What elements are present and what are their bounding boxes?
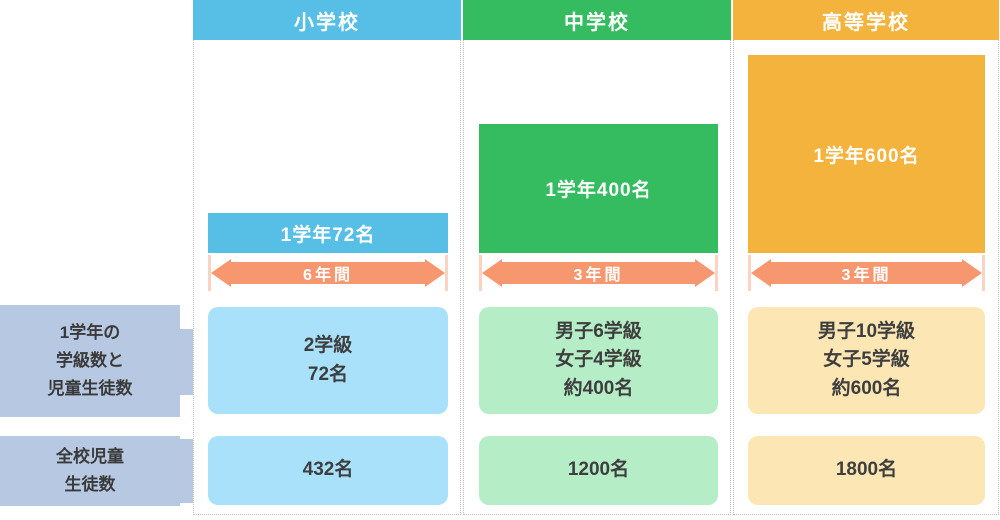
total-cell-high-school: 1800名 — [748, 436, 985, 505]
arrow-head-left — [211, 259, 231, 287]
arrow-head-right — [695, 259, 715, 287]
row-label-school-total: 全校児童 生徒数 — [0, 436, 180, 506]
total-cell-elementary: 432名 — [208, 436, 448, 505]
total-cell-junior-high: 1200名 — [479, 436, 718, 505]
arrow-head-right — [425, 259, 445, 287]
arrow-head-left — [482, 259, 502, 287]
duration-arrow-high-school: 3年間 — [748, 255, 985, 291]
per-grade-cell-elementary: 2学級 72名 — [208, 307, 448, 414]
row-label-per-grade-classes: 1学年の 学級数と 児童生徒数 — [0, 305, 180, 417]
arrow-head-right — [962, 259, 982, 287]
duration-arrow-elementary: 6年間 — [208, 255, 448, 291]
duration-arrow-junior-high: 3年間 — [479, 255, 718, 291]
arrow-end-tick-right — [445, 255, 448, 291]
arrow-end-tick-left — [748, 255, 751, 291]
arrow-head-left — [751, 259, 771, 287]
arrow-end-tick-left — [208, 255, 211, 291]
per-grade-cell-junior-high: 男子6学級 女子4学級 約400名 — [479, 307, 718, 414]
row-label-per-grade-tab — [180, 329, 193, 395]
duration-label-elementary: 6年間 — [229, 262, 427, 284]
per-grade-bar-junior-high: 1学年400名 — [479, 124, 718, 253]
column-header-elementary: 小学校 — [193, 0, 461, 40]
row-label-school-total-tab — [180, 439, 193, 503]
column-header-high-school: 高等学校 — [733, 0, 999, 40]
arrow-end-tick-right — [982, 255, 985, 291]
duration-label-junior-high: 3年間 — [500, 262, 697, 284]
duration-label-high-school: 3年間 — [769, 262, 964, 284]
arrow-end-tick-right — [715, 255, 718, 291]
column-header-junior-high: 中学校 — [463, 0, 731, 40]
per-grade-bar-high-school: 1学年600名 — [748, 55, 985, 253]
arrow-end-tick-left — [479, 255, 482, 291]
per-grade-cell-high-school: 男子10学級 女子5学級 約600名 — [748, 307, 985, 414]
row-label-per-grade-classes-text: 1学年の 学級数と 児童生徒数 — [47, 322, 133, 399]
row-label-school-total-text: 全校児童 生徒数 — [56, 446, 124, 494]
per-grade-bar-elementary: 1学年72名 — [208, 213, 448, 253]
